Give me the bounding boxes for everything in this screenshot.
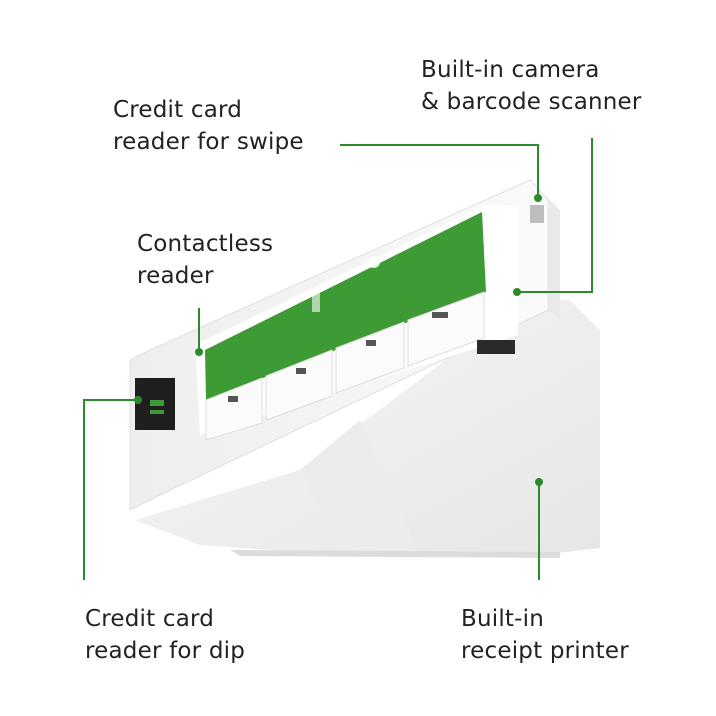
dip-reader-slot xyxy=(135,378,175,430)
callout-camera-scanner: Built-in camera & barcode scanner xyxy=(421,54,642,118)
swipe-slot xyxy=(477,340,515,354)
stand xyxy=(135,300,600,558)
callout-dip-reader: Credit card reader for dip xyxy=(85,603,245,667)
callout-line: & barcode scanner xyxy=(421,89,642,115)
callout-line: Contactless xyxy=(137,231,274,257)
callout-line: receipt printer xyxy=(461,638,629,664)
leader-camera xyxy=(517,138,593,293)
callout-swipe-reader: Credit card reader for swipe xyxy=(113,94,304,158)
touchscreen xyxy=(195,205,518,441)
leader-lines xyxy=(83,138,593,580)
leader-dip xyxy=(83,399,138,580)
callout-receipt-printer: Built-in receipt printer xyxy=(461,603,629,667)
screen-green-area xyxy=(205,212,486,400)
callout-line: Credit card xyxy=(85,606,215,632)
screen-button xyxy=(205,377,263,441)
callout-line: reader xyxy=(137,263,214,289)
leader-dots xyxy=(134,194,543,486)
callout-line: reader for dip xyxy=(85,638,246,664)
screen-button xyxy=(335,321,405,394)
callout-line: reader for swipe xyxy=(113,129,304,155)
callout-line: Built-in xyxy=(461,606,545,632)
screen-button xyxy=(407,291,485,367)
callout-contactless-reader: Contactless reader xyxy=(137,228,273,292)
camera-window xyxy=(530,205,544,223)
callout-line: Credit card xyxy=(113,97,243,123)
leader-swipe xyxy=(340,144,539,195)
screen-button xyxy=(265,349,333,421)
callout-line: Built-in camera xyxy=(421,57,600,83)
